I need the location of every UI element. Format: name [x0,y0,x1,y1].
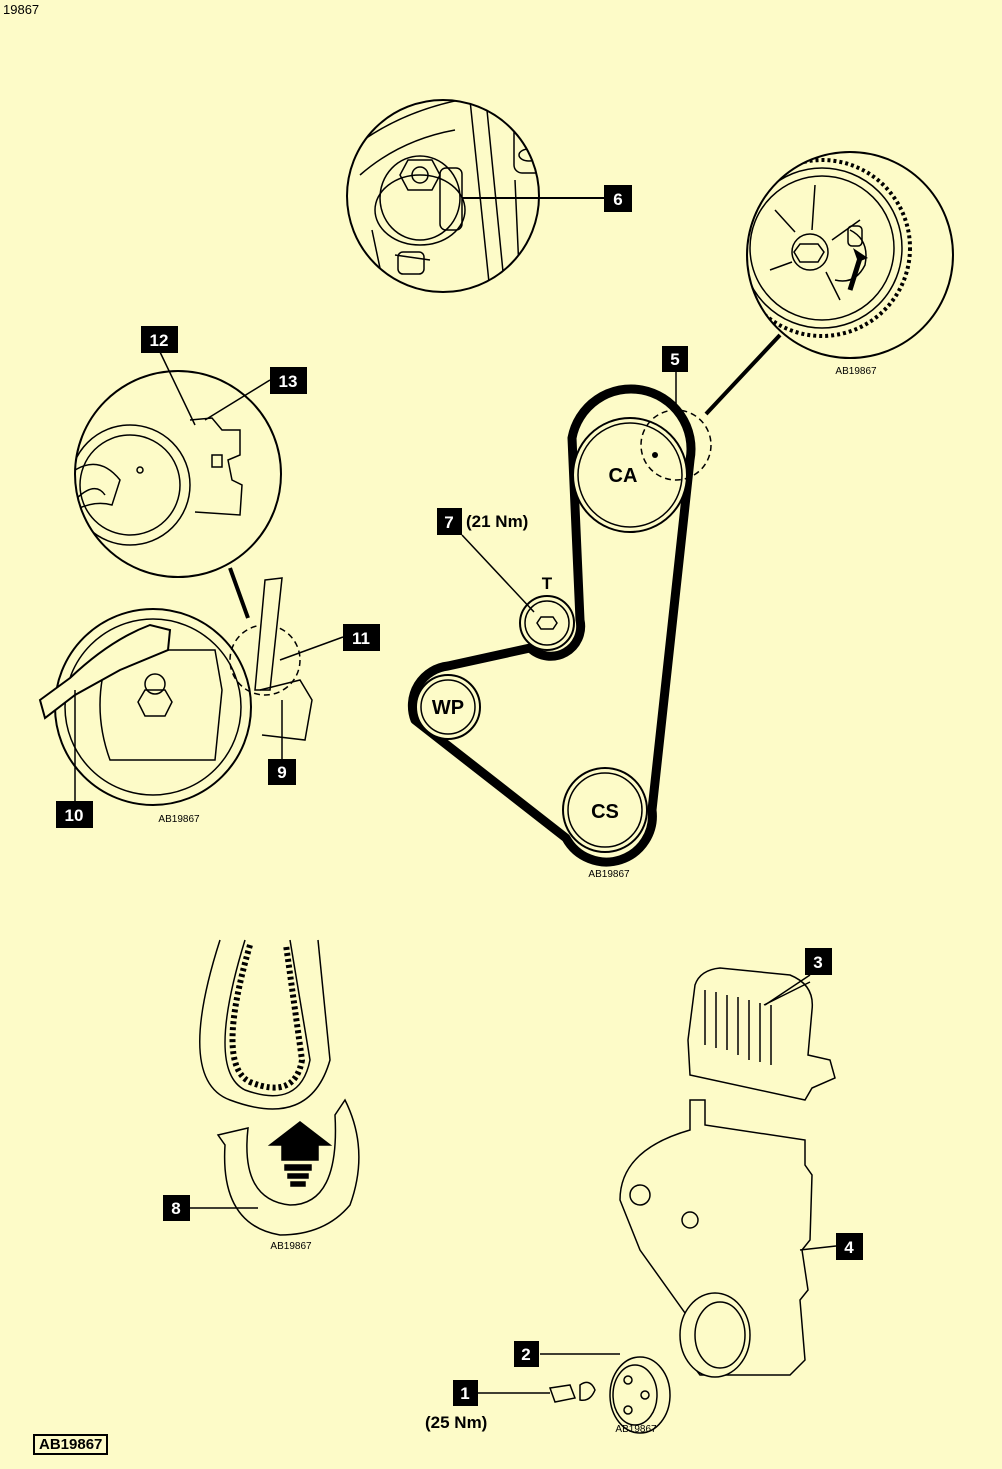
svg-text:11: 11 [352,629,370,648]
torque-label-7: (21 Nm) [466,512,528,531]
figure-number: 19867 [3,2,40,17]
detail-lock-pin-view [346,99,604,293]
belt-teeth-detail [188,939,360,1236]
detail-tensioner-view [38,370,313,806]
ref-code-tensioner: AB19867 [158,814,200,825]
svg-text:1: 1 [460,1384,469,1403]
camshaft-pulley [572,417,688,533]
ref-code-layout: AB19867 [588,869,630,880]
timing-covers [619,967,837,1378]
water-pump-pulley [415,674,481,740]
pulley-label-wp: WP [432,697,464,719]
footer-figure-code: AB19867 [33,1434,109,1455]
svg-text:8: 8 [171,1199,180,1218]
detail-camshaft-sprocket-view [704,151,954,416]
callout-11: 11 [343,624,380,651]
crankshaft-pulley [562,767,648,853]
callout-8: 8 [163,1195,190,1221]
torque-label-1: (25 Nm) [425,1413,487,1432]
pulley-label-t: T [542,574,553,593]
svg-text:7: 7 [444,513,453,532]
callout-2: 2 [514,1341,539,1367]
svg-text:4: 4 [844,1238,854,1257]
callout-10: 10 [56,801,93,828]
callout-4: 4 [836,1233,863,1260]
tensioner-pulley [519,595,575,651]
svg-text:9: 9 [277,763,286,782]
svg-text:3: 3 [813,953,822,972]
callout-6: 6 [604,185,632,212]
pulley-label-ca: CA [609,465,638,487]
svg-text:2: 2 [521,1345,530,1364]
callout-3: 3 [805,948,832,975]
svg-text:12: 12 [150,331,169,350]
svg-text:10: 10 [65,806,84,825]
callout-7: 7 [437,508,462,535]
callout-12: 12 [141,326,178,353]
svg-text:5: 5 [670,350,679,369]
callout-1: 1 [453,1380,478,1406]
svg-text:13: 13 [279,372,298,391]
callout-5: 5 [662,346,688,372]
leader-lines [74,351,344,801]
belt-routing-layout [407,371,712,867]
ref-code-belt: AB19867 [270,1241,312,1252]
pulley-label-cs: CS [591,801,619,823]
crankshaft-pulley-detail [476,1353,671,1434]
ref-code-cam: AB19867 [835,366,877,377]
svg-text:6: 6 [613,190,622,209]
ref-code-pulley: AB19867 [615,1424,657,1435]
callout-13: 13 [270,367,307,394]
callout-9: 9 [268,759,296,785]
